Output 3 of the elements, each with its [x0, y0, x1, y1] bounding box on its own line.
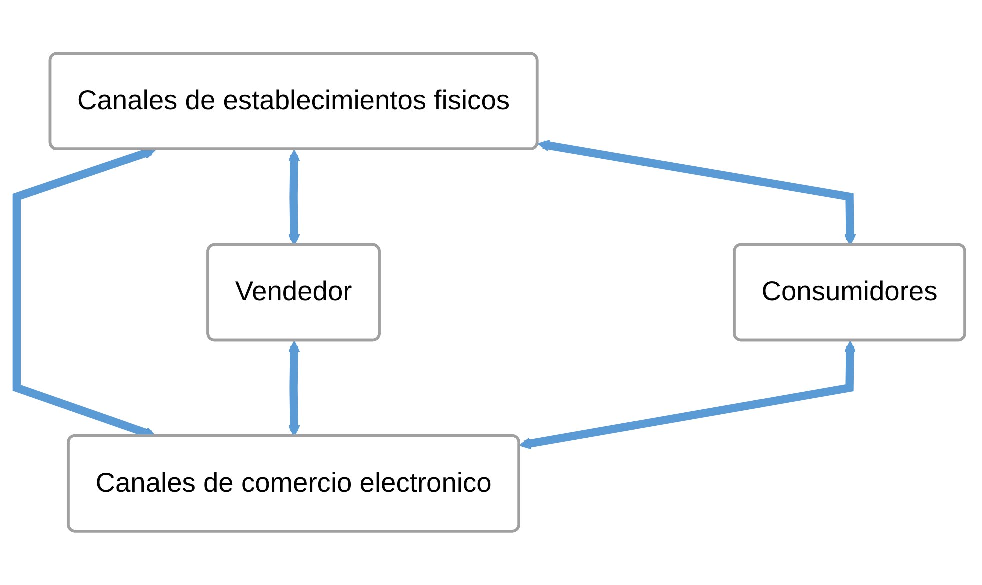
arrow	[519, 340, 856, 450]
arrow	[538, 140, 856, 246]
arrow	[288, 150, 300, 246]
